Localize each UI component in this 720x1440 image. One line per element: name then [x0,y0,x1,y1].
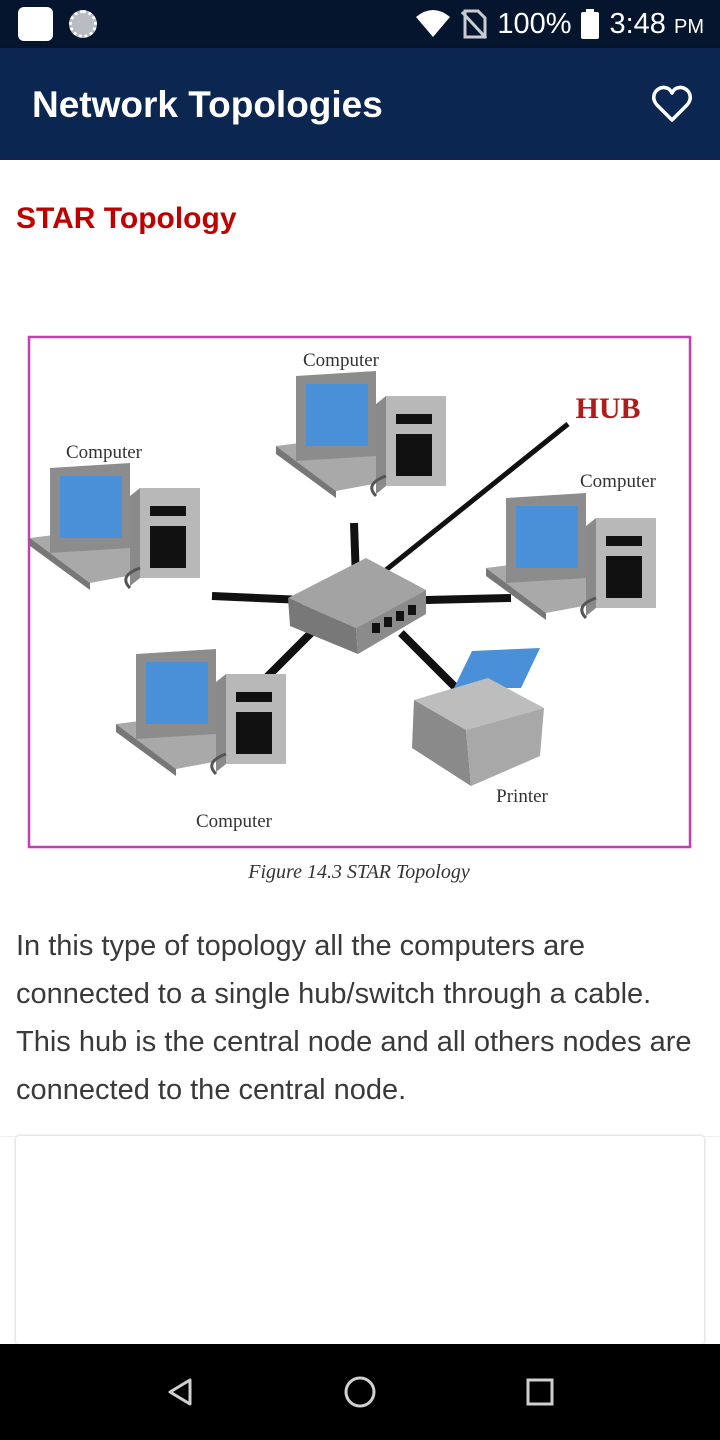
back-triangle-icon[interactable] [160,1372,200,1412]
heart-outline-icon[interactable] [650,82,694,126]
battery-percent: 100% [497,7,572,40]
clock: 3:48 PM [609,7,704,40]
page-title: Network Topologies [32,84,383,125]
label-printer: Printer [496,786,548,807]
star-topology-figure: Computer Computer Computer Computer HUB … [27,335,692,883]
label-computer-bottom: Computer [196,811,273,832]
article-content: STAR Topology [0,160,720,1344]
no-sim-icon [461,9,488,39]
ad-container[interactable] [16,1136,704,1344]
battery-icon [581,9,600,39]
label-computer-top: Computer [303,350,380,371]
figure-caption: Figure 14.3 STAR Topology [247,861,470,883]
label-hub: HUB [575,392,640,425]
wifi-icon [416,10,451,37]
notification-app-icon [18,7,53,41]
status-bar: 100% 3:48 PM [0,0,720,48]
navigation-bar [0,1344,720,1440]
home-circle-icon[interactable] [340,1372,380,1412]
recents-square-icon[interactable] [520,1372,560,1412]
app-bar: Network Topologies [0,48,720,160]
sync-icon [69,10,97,38]
description-paragraph: In this type of topology all the compute… [16,930,692,1106]
label-computer-right: Computer [580,471,657,492]
label-computer-left: Computer [66,442,143,463]
section-heading: STAR Topology [16,202,237,235]
